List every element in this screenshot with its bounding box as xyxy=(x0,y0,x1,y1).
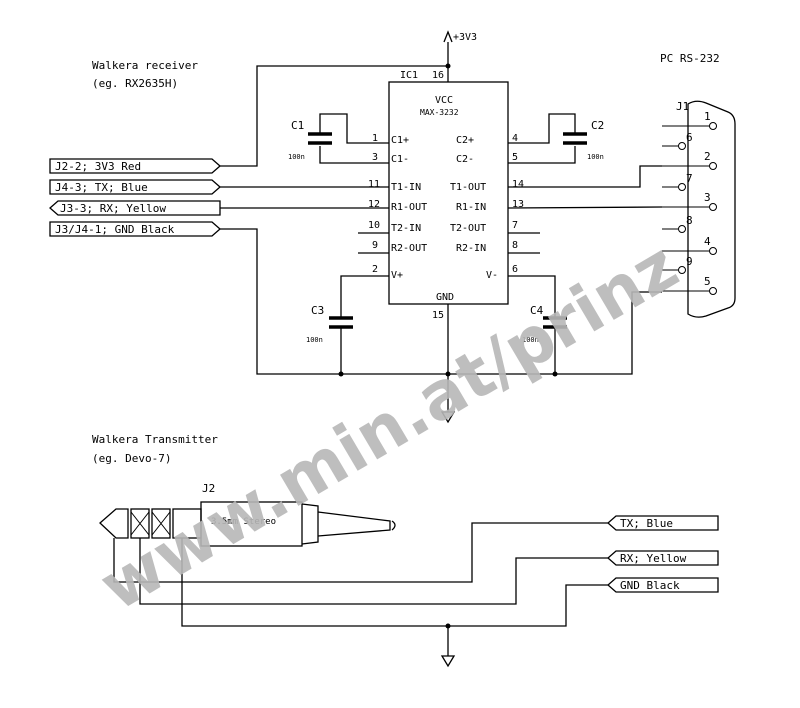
ic-pin-number: 12 xyxy=(368,199,380,210)
ic-pin-number: 6 xyxy=(512,264,518,275)
ic-pin-number: 13 xyxy=(512,199,524,210)
receiver-connector-label: J2-2; 3V3 Red xyxy=(55,160,141,173)
ic-pin-number: 7 xyxy=(512,220,518,231)
ic-gnd-label: GND xyxy=(436,292,454,303)
cap-ref: C1 xyxy=(291,119,304,132)
transmitter-connector-label: GND Black xyxy=(620,579,680,592)
db9-pin-number: 7 xyxy=(686,172,693,185)
transmitter-connector-label: RX; Yellow xyxy=(620,552,687,565)
cap-value: 100n xyxy=(587,153,604,161)
db9-pin-number: 1 xyxy=(704,110,711,123)
capacitor-c3: C3 100n xyxy=(306,275,389,374)
receiver-title: Walkera receiver xyxy=(92,59,198,72)
ground-icon xyxy=(440,655,456,668)
ic-pin-name: R1-OUT xyxy=(391,202,427,213)
ic-pin-name: C2+ xyxy=(456,135,474,146)
cap-ref: C2 xyxy=(591,119,604,132)
ic-pin-number: 14 xyxy=(512,179,524,190)
ic-pin-number: 3 xyxy=(372,152,378,163)
ic-pin-vcc: 16 xyxy=(432,70,444,81)
ic-pin-number: 11 xyxy=(368,179,380,190)
receiver-connector-label: J3-3; RX; Yellow xyxy=(60,202,166,215)
power-symbol: +3V3 xyxy=(443,30,477,82)
ic-pin-name: T1-IN xyxy=(391,182,421,193)
pc-title: PC RS-232 xyxy=(660,52,720,65)
ic-pin-number: 5 xyxy=(512,152,518,163)
ic-pin-name: V- xyxy=(486,270,498,281)
cap-value: 100n xyxy=(288,153,305,161)
jack-label: 3.5mm Stereo xyxy=(211,517,276,527)
ic-vcc-label: VCC xyxy=(435,95,453,106)
cap-value: 100n xyxy=(306,336,323,344)
receiver-subtitle: (eg. RX2635H) xyxy=(92,77,178,90)
pc-ref: J1 xyxy=(676,100,689,113)
db9-pin-number: 2 xyxy=(704,150,711,163)
receiver-wiring xyxy=(220,63,662,424)
transmitter-wiring xyxy=(113,522,608,668)
ic-pin-name: C1+ xyxy=(391,135,409,146)
ic-pin-name: T2-IN xyxy=(391,223,421,234)
db9-connector: J1 1 6 2 7 3 8 4 9 5 xyxy=(662,100,736,318)
ic-pin-number: 9 xyxy=(372,240,378,251)
ic-pin-number: 10 xyxy=(368,220,380,231)
ic-pin-name: T2-OUT xyxy=(450,223,486,234)
ic-part-label: MAX-3232 xyxy=(420,108,459,117)
power-label: +3V3 xyxy=(453,32,477,43)
db9-pin-number: 4 xyxy=(704,235,711,248)
ic-pin-name: T1-OUT xyxy=(450,182,486,193)
ic-pin-number: 8 xyxy=(512,240,518,251)
ground-icon xyxy=(440,411,456,424)
ic-pin-name: V+ xyxy=(391,270,403,281)
cap-ref: C3 xyxy=(311,304,324,317)
cap-ref: C4 xyxy=(530,304,544,317)
ic-pin-name: R2-IN xyxy=(456,243,486,254)
db9-pin-number: 5 xyxy=(704,275,711,288)
transmitter-connector-group: TX; Blue RX; Yellow GND Black xyxy=(607,515,719,593)
rs232-wiring xyxy=(507,165,663,209)
ic-pin-name: C2- xyxy=(456,154,474,165)
db9-pin-number: 8 xyxy=(686,214,693,227)
ic-pin-number: 1 xyxy=(372,133,378,144)
jack-ref: J2 xyxy=(202,482,215,495)
receiver-connector-label: J3/J4-1; GND Black xyxy=(55,223,175,236)
ic-ref: IC1 xyxy=(400,70,418,81)
receiver-connector-group: J2-2; 3V3 Red J4-3; TX; Blue J3-3; RX; Y… xyxy=(49,158,221,237)
ic-pin-name: R2-OUT xyxy=(391,243,427,254)
db9-pin-number: 6 xyxy=(686,131,693,144)
capacitor-c4: C4 100n xyxy=(508,275,567,374)
ic-max3232: IC1 16 VCC MAX-3232 GND 15 C1+ C1- T1-IN… xyxy=(358,70,540,321)
ic-pin-number: 4 xyxy=(512,133,518,144)
ic-pin-number: 2 xyxy=(372,264,378,275)
transmitter-title: Walkera Transmitter xyxy=(92,433,218,446)
ic-pin-gnd: 15 xyxy=(432,310,444,321)
db9-pin-number: 3 xyxy=(704,191,711,204)
receiver-connector-label: J4-3; TX; Blue xyxy=(55,181,148,194)
stereo-jack: J2 3.5mm Stereo xyxy=(99,482,396,547)
transmitter-subtitle: (eg. Devo-7) xyxy=(92,452,171,465)
transmitter-connector-label: TX; Blue xyxy=(620,517,673,530)
ic-pin-name: C1- xyxy=(391,154,409,165)
cap-value: 100n xyxy=(522,336,539,344)
capacitor-c1: C1 100n xyxy=(288,113,389,164)
db9-pin-number: 9 xyxy=(686,255,693,268)
ic-pin-name: R1-IN xyxy=(456,202,486,213)
capacitor-c2: C2 100n xyxy=(508,113,604,164)
